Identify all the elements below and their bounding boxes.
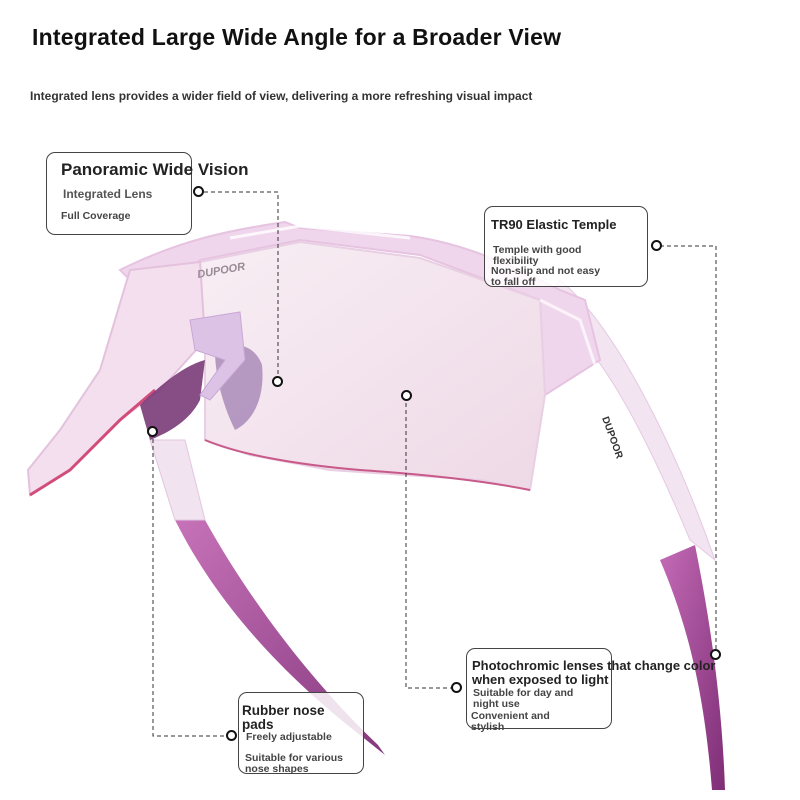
dot-panoramic-lens [272, 376, 283, 387]
callout-photochromic: Photochromic lenses that change color wh… [466, 648, 715, 733]
callout-nose-line1: Freely adjustable [246, 731, 332, 743]
brand-logo-right: DUPOOR [599, 415, 625, 461]
callout-panoramic-title: Panoramic Wide Vision [61, 160, 249, 179]
right-temple-arm [660, 545, 725, 790]
callout-nose-title: Rubber nose pads [242, 703, 325, 733]
left-temple-clear [149, 439, 206, 521]
leader-nose [152, 432, 230, 737]
nose-pad-left [140, 360, 205, 440]
callout-temple: TR90 Elastic Temple Temple with good fle… [484, 206, 648, 289]
lens-bottom-edge [204, 439, 531, 491]
callout-temple-line1: Temple with good flexibility [493, 244, 582, 268]
page-title: Integrated Large Wide Angle for a Broade… [32, 24, 562, 50]
callout-panoramic: Panoramic Wide Vision Integrated Lens Fu… [46, 152, 249, 235]
leader-panoramic [204, 191, 279, 380]
nose-bridge [189, 311, 246, 401]
callout-panoramic-line1: Integrated Lens [63, 187, 153, 201]
callout-temple-title: TR90 Elastic Temple [491, 217, 617, 232]
dot-nose-pad [147, 426, 158, 437]
frame-top [118, 220, 602, 397]
callout-photochromic-line1: Suitable for day and night use [473, 687, 574, 711]
callout-photochromic-title: Photochromic lenses that change color wh… [472, 658, 716, 687]
dot-panoramic-box [193, 186, 204, 197]
callout-panoramic-line2: Full Coverage [61, 210, 131, 222]
callout-nose: Rubber nose pads Freely adjustable Suita… [238, 692, 364, 775]
dot-lens-center [401, 390, 412, 401]
left-wing-edge [29, 388, 156, 497]
left-temple-arm [175, 520, 385, 755]
page-subtitle: Integrated lens provides a wider field o… [30, 89, 533, 103]
callout-photochromic-line2: Convenient and stylish [471, 710, 550, 734]
dot-nose-box [226, 730, 237, 741]
leader-temple [660, 245, 717, 654]
dot-temple-arm [710, 649, 721, 660]
dot-temple-box [651, 240, 662, 251]
dot-photochromic-box [451, 682, 462, 693]
callout-temple-line2: Non-slip and not easy to fall off [491, 265, 601, 289]
callout-nose-line2: Suitable for various nose shapes [245, 752, 344, 776]
leader-photochromic [405, 396, 456, 689]
